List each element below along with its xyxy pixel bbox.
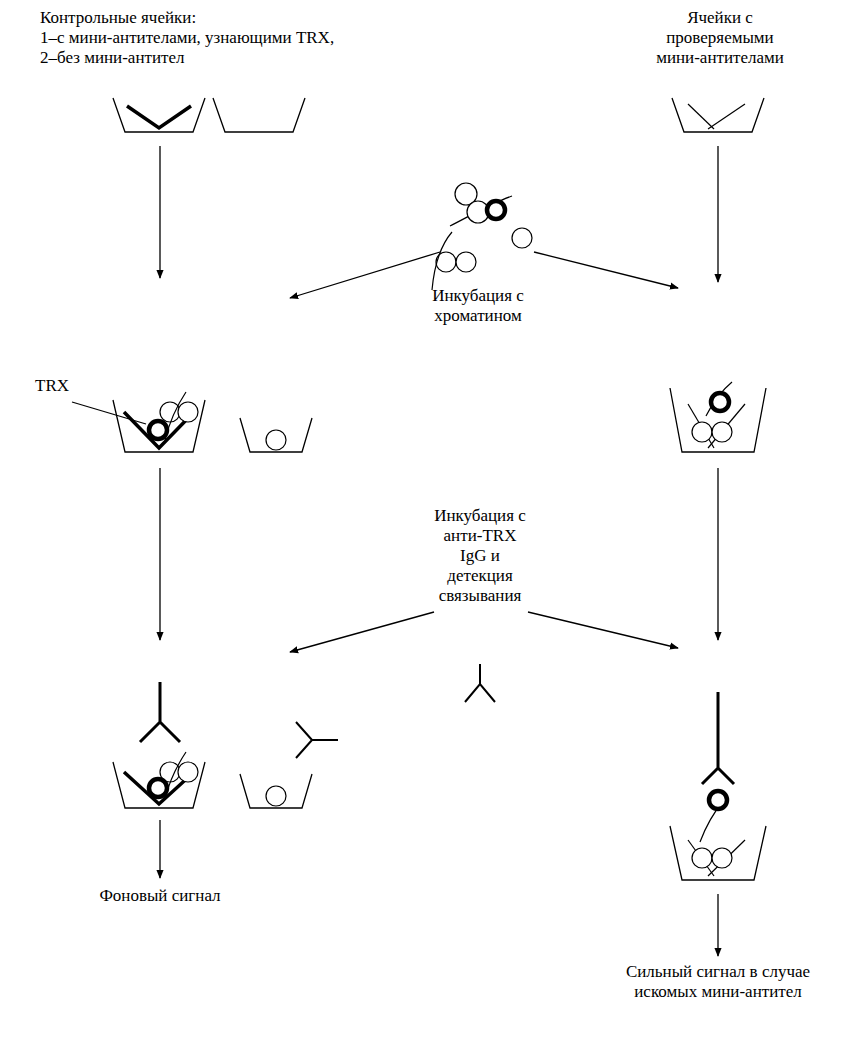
mini-antibody — [708, 840, 745, 876]
well — [240, 774, 312, 808]
text-label: TRX — [32, 376, 72, 396]
igg-antibody — [465, 664, 495, 702]
nucleosome — [266, 430, 286, 450]
text-label: Фоновый сигнал — [80, 886, 240, 906]
well — [213, 98, 305, 132]
nucleosome — [712, 422, 732, 442]
arrow — [528, 612, 678, 648]
dna-strand — [706, 382, 732, 416]
nucleosome — [512, 228, 532, 248]
arrow — [717, 468, 718, 640]
trx-protein — [487, 201, 505, 219]
nucleosome — [178, 402, 198, 422]
igg-antibody — [140, 682, 180, 742]
dna-strand — [432, 232, 452, 290]
arrow — [159, 146, 160, 278]
mini-antibody — [688, 404, 714, 448]
arrow — [159, 820, 160, 878]
nucleosome — [266, 786, 286, 806]
well — [240, 418, 312, 452]
trx-protein — [711, 393, 729, 411]
igg-antibody — [702, 692, 734, 784]
mini-antibody — [688, 840, 714, 876]
well — [670, 826, 766, 880]
arrow — [290, 612, 434, 652]
nucleosome — [692, 422, 712, 442]
nucleosome — [456, 252, 476, 272]
mini-antibody — [688, 104, 714, 129]
trx-protein — [149, 421, 167, 439]
text-label: Сильный сигнал в случае искомых мини-ант… — [613, 962, 823, 1002]
mini-antibody — [708, 104, 745, 129]
nucleosome — [160, 402, 180, 422]
igg-antibody — [296, 722, 338, 758]
well — [670, 388, 766, 452]
nucleosome — [178, 762, 198, 782]
text-label: 1–с мини-антителами, узнающими TRX, — [40, 28, 370, 48]
arrow — [290, 252, 440, 298]
well — [113, 98, 205, 132]
arrow — [159, 468, 160, 640]
arrow — [717, 894, 718, 956]
text-label: Ячейки с проверяемыми мини-антителами — [645, 8, 795, 68]
well — [113, 762, 205, 808]
nucleosome — [692, 848, 712, 868]
nucleosome — [712, 848, 732, 868]
well — [672, 98, 764, 132]
mini-antibody-trx — [127, 106, 191, 128]
trx-protein — [709, 791, 727, 809]
leader-line — [72, 402, 146, 424]
arrow — [717, 146, 718, 282]
arrow — [534, 252, 678, 288]
well — [113, 400, 205, 452]
text-label: 2–без мини-антител — [40, 48, 370, 68]
text-label: Контрольные ячейки: — [40, 8, 370, 28]
text-label: Инкубация с анти-TRX IgG и детекция связ… — [431, 506, 529, 606]
text-label: Инкубация с хроматином — [413, 286, 543, 326]
trx-protein — [149, 779, 167, 797]
dna-strand — [450, 196, 512, 226]
